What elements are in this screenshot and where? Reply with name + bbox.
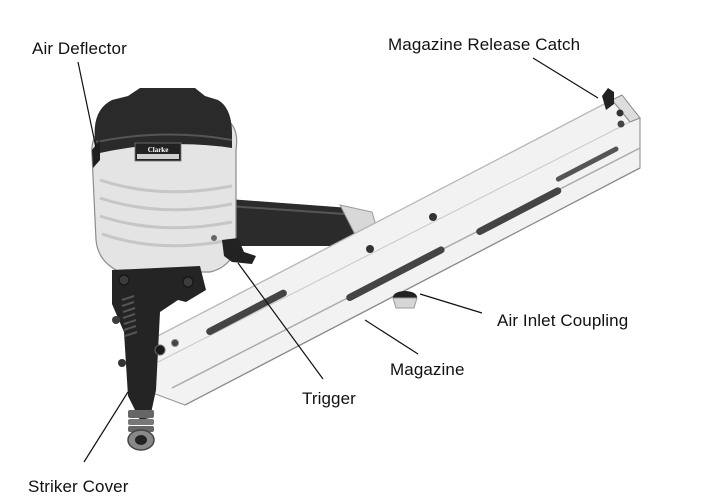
brand-badge: Clarke (134, 142, 182, 162)
label-trigger: Trigger (302, 389, 356, 408)
label-magazine: Magazine (390, 360, 465, 379)
leader-magazine-release-catch (532, 57, 599, 99)
label-magazine-release-catch: Magazine Release Catch (388, 35, 581, 54)
tool-body (91, 117, 238, 273)
leader-lines (77, 57, 599, 463)
label-striker-cover: Striker Cover (28, 477, 129, 496)
leader-trigger (237, 262, 324, 380)
air-inlet-coupling-part (392, 291, 418, 309)
nose-assembly (112, 266, 206, 451)
leader-air-inlet-coupling (419, 293, 483, 314)
trigger-part (211, 235, 256, 264)
air-deflector-cap (92, 88, 233, 168)
leader-striker-cover (83, 391, 129, 463)
magazine-release-catch-part (602, 88, 625, 128)
label-air-deflector: Air Deflector (32, 39, 127, 58)
magazine-rail (149, 94, 641, 406)
label-air-inlet-coupling: Air Inlet Coupling (497, 311, 629, 330)
leader-magazine (364, 319, 419, 355)
leader-air-deflector (77, 61, 97, 149)
svg-text:Clarke: Clarke (148, 146, 169, 154)
